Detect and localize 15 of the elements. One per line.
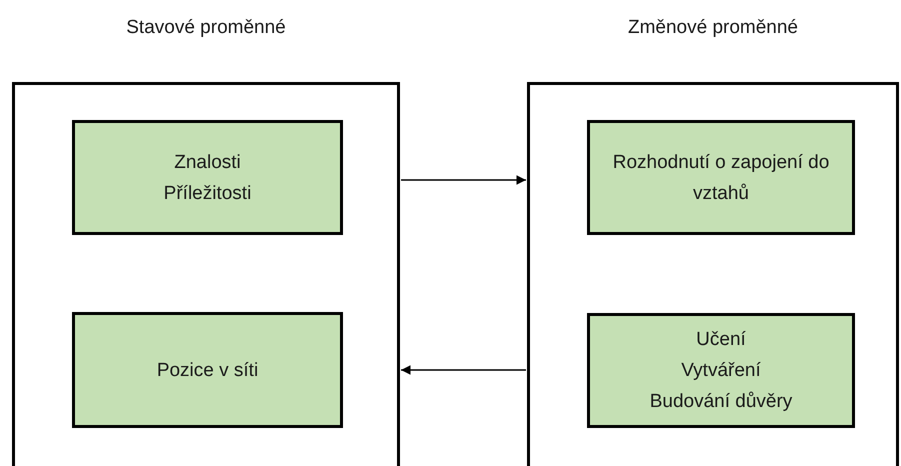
box-text: Příležitosti: [164, 182, 252, 206]
group-heading: Změnové proměnné: [626, 17, 800, 39]
box-text: Budování důvěry: [650, 390, 792, 414]
box-text: Pozice v síti: [156, 358, 258, 382]
box-text: Znalosti: [174, 150, 241, 174]
variable-box: [587, 120, 855, 235]
variable-box: [587, 313, 855, 428]
box-text: Vytváření: [681, 359, 761, 383]
variable-box: [72, 120, 343, 235]
arrow: [401, 365, 526, 375]
arrow: [401, 175, 526, 185]
variable-box: [72, 312, 343, 428]
box-text: Učení: [696, 328, 746, 352]
box-text: Rozhodnutí o zapojení do vztahů: [612, 150, 830, 206]
group-heading: Stavové proměnné: [125, 17, 287, 39]
